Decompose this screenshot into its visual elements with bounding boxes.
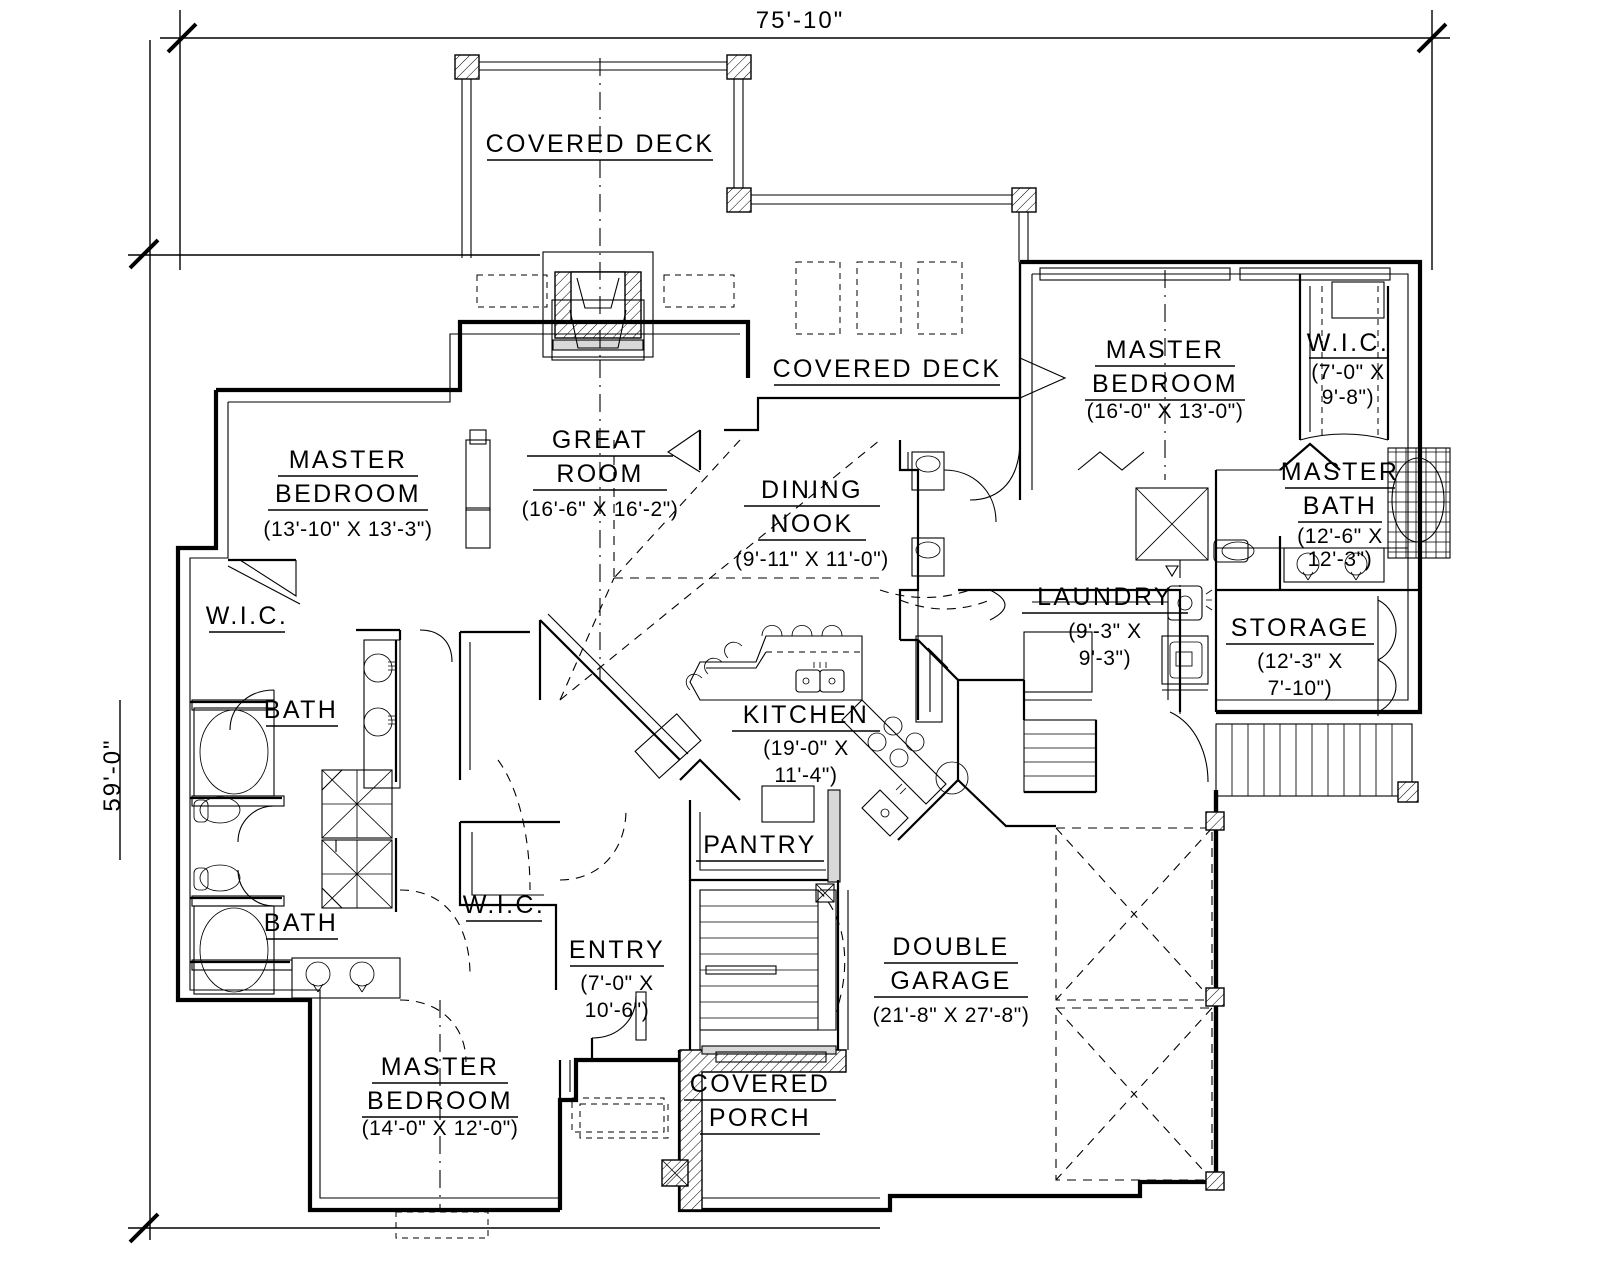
storage-structure <box>1214 590 1397 716</box>
room-dim-entry-l2: 10'-6") <box>585 999 650 1022</box>
room-label-garage-line1: DOUBLE <box>892 933 1009 961</box>
room-dim-kitchen-l2: 11'-4") <box>774 764 837 787</box>
room-dim-wic-east-l1: (7'-0" X <box>1311 361 1384 384</box>
room-label-mbe-line1: MASTER <box>1106 336 1225 364</box>
room-label-porch-line2: PORCH <box>709 1104 811 1132</box>
room-label-entry: ENTRY <box>569 936 665 964</box>
room-dim-laundry-l1: (9'-3" X <box>1068 620 1141 643</box>
room-dim-kitchen-l1: (19'-0" X <box>763 737 849 760</box>
room-dim-wic-east-l2: 9'-8") <box>1322 386 1374 409</box>
bath-lower-label: BATH <box>264 909 338 940</box>
covered-deck-north-structure <box>454 54 1037 262</box>
great-room-label: GREAT ROOM (16'-6" X 16'-2") <box>522 426 679 521</box>
master-bedroom-south-structure <box>395 999 489 1239</box>
overall-height-dimension: 59'-0" <box>99 738 126 811</box>
room-label-storage: STORAGE <box>1231 614 1370 642</box>
garage-label: DOUBLE GARAGE (21'-8" X 27'-8") <box>873 933 1030 1027</box>
hall-details <box>899 588 1098 794</box>
room-dim-garage: (21'-8" X 27'-8") <box>873 1004 1030 1027</box>
room-label-mbath-line1: MASTER <box>1281 458 1400 486</box>
covered-porch-label: COVERED PORCH <box>684 1070 836 1135</box>
room-label-great-room-line1: GREAT <box>552 426 648 454</box>
dining-nook-label: DINING NOOK (9'-11" X 11'-0") <box>735 476 889 571</box>
entry-label: ENTRY (7'-0" X 10'-6") <box>569 936 665 1022</box>
room-label-mbw-line2: BEDROOM <box>275 480 421 508</box>
entry-structure <box>558 889 846 1133</box>
laundry-label: LAUNDRY (9'-3" X 9'-3") <box>1022 583 1188 670</box>
room-label-covered-deck-east: COVERED DECK <box>773 355 1002 383</box>
room-label-wic-west-lower: W.I.C. <box>463 891 545 919</box>
covered-deck-east-label: COVERED DECK <box>773 355 1002 386</box>
master-bedroom-east-label: MASTER BEDROOM (16'-0" X 13'-0") <box>1085 336 1245 423</box>
kitchen-label: KITCHEN (19'-0" X 11'-4") <box>732 701 880 787</box>
storage-label: STORAGE (12'-3" X 7'-10") <box>1226 614 1374 700</box>
room-label-mbw-line1: MASTER <box>289 446 408 474</box>
laundry-structure <box>989 560 1213 720</box>
garage-entry-stairs <box>1215 723 1419 803</box>
interior-walls-west <box>190 558 560 990</box>
room-dim-laundry-l2: 9'-3") <box>1079 647 1131 670</box>
great-room-structure <box>465 58 881 701</box>
room-label-porch-line1: COVERED <box>690 1070 830 1098</box>
room-dim-mbath-l1: (12'-6" X <box>1297 525 1383 548</box>
overall-width-dimension: 75'-10" <box>756 7 844 34</box>
master-bedroom-west-label: MASTER BEDROOM (13'-10" X 13'-3") <box>263 446 432 541</box>
room-dim-mbath-l2: 12'-3") <box>1308 548 1373 571</box>
kitchen-structure <box>619 625 969 841</box>
room-dim-entry-l1: (7'-0" X <box>580 972 653 995</box>
covered-porch-structure <box>579 1045 847 1211</box>
bath-upper-label: BATH <box>264 696 338 727</box>
garage-door-panels <box>1055 827 1213 1181</box>
room-label-kitchen: KITCHEN <box>743 701 870 729</box>
room-dim-mbe: (16'-0" X 13'-0") <box>1087 400 1244 423</box>
room-label-wic-west-upper: W.I.C. <box>206 602 288 630</box>
garage-structure <box>836 711 1419 1191</box>
room-dim-mbs: (14'-0" X 12'-0") <box>362 1117 519 1140</box>
room-label-garage-line2: GARAGE <box>890 967 1011 995</box>
master-bath-east-label: MASTER BATH (12'-6" X 12'-3") <box>1281 458 1400 571</box>
room-dim-mbw: (13'-10" X 13'-3") <box>263 518 432 541</box>
dining-nook-structure <box>879 440 997 640</box>
room-label-bath-upper: BATH <box>264 696 338 724</box>
top-dimension-text: 75'-10" <box>756 7 844 34</box>
room-dim-dining: (9'-11" X 11'-0") <box>735 548 889 571</box>
master-bedroom-east-structure <box>969 262 1391 501</box>
master-bedroom-south-label: MASTER BEDROOM (14'-0" X 12'-0") <box>362 1053 519 1140</box>
dimension-lines <box>119 10 1450 1244</box>
room-dim-great-room: (16'-6" X 16'-2") <box>522 498 679 521</box>
room-label-mbath-line2: BATH <box>1303 492 1377 520</box>
left-dimension-text: 59'-0" <box>99 738 126 811</box>
room-label-mbs-line2: BEDROOM <box>367 1087 513 1115</box>
room-dim-storage-l1: (12'-3" X <box>1257 650 1343 673</box>
pantry-structure <box>688 789 841 1060</box>
room-label-mbs-line1: MASTER <box>381 1053 500 1081</box>
room-label-dining-line1: DINING <box>761 476 863 504</box>
room-label-laundry: LAUNDRY <box>1037 583 1173 611</box>
room-label-bath-lower: BATH <box>264 909 338 937</box>
room-label-pantry: PANTRY <box>703 831 817 859</box>
fireplace <box>476 251 735 361</box>
door-swings-west <box>229 629 627 976</box>
wic-west-upper-label: W.I.C. <box>206 602 288 633</box>
pantry-label: PANTRY <box>696 831 824 862</box>
room-label-mbe-line2: BEDROOM <box>1092 370 1238 398</box>
room-label-dining-line2: NOOK <box>770 510 853 538</box>
plumbing-fixtures-west <box>193 653 401 999</box>
room-dim-storage-l2: 7'-10") <box>1268 677 1333 700</box>
wic-west-lower-label: W.I.C. <box>463 891 545 922</box>
room-label-great-room-line2: ROOM <box>556 460 643 488</box>
room-label-wic-east: W.I.C. <box>1307 329 1389 357</box>
wic-east-label: W.I.C. (7'-0" X 9'-8") <box>1307 329 1389 409</box>
room-label-covered-deck-north: COVERED DECK <box>486 130 715 158</box>
